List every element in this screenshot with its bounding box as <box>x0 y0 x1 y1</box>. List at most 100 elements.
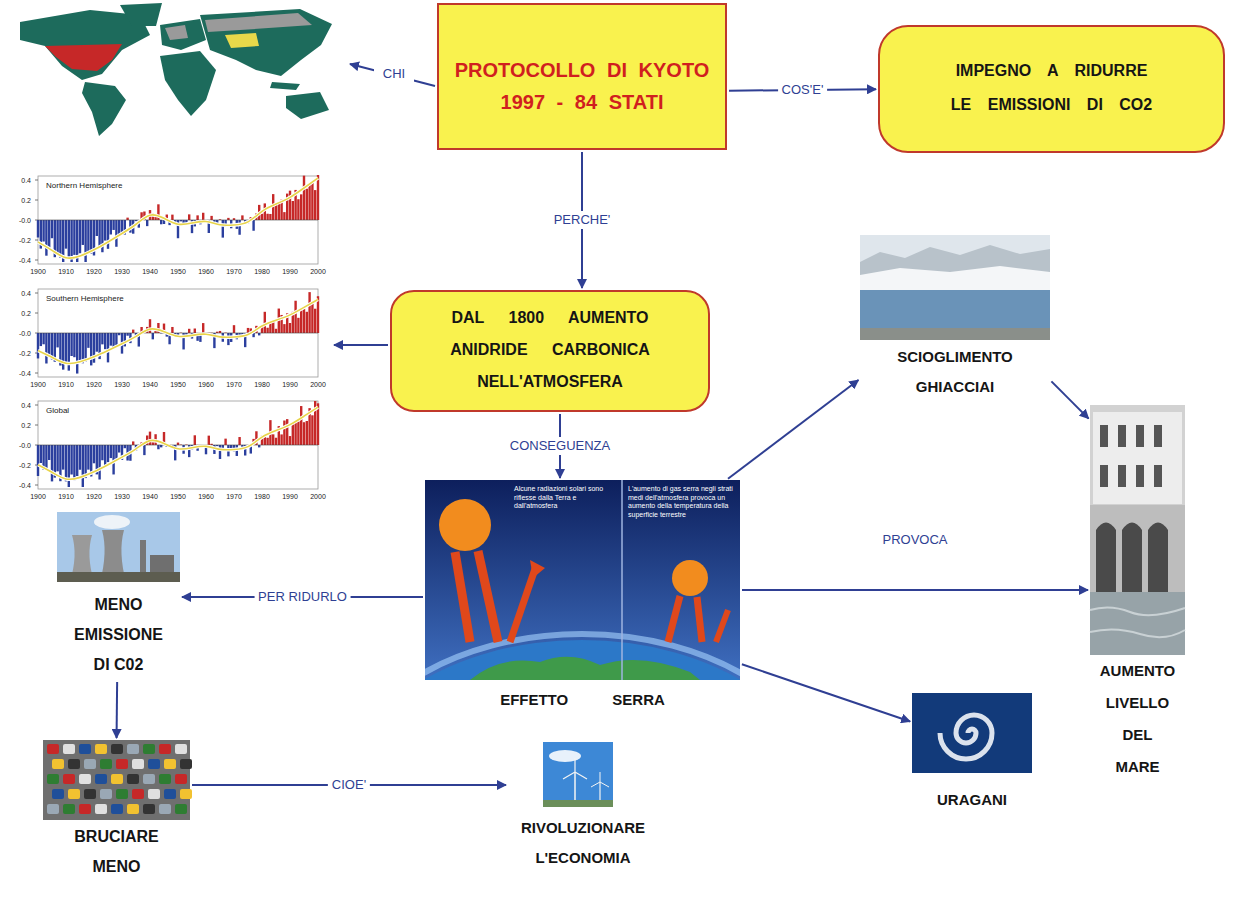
temperature-charts <box>35 175 319 489</box>
anomaly-bar <box>143 445 145 455</box>
axis-tick: 1930 <box>109 380 135 389</box>
anomaly-bar <box>275 438 277 445</box>
axis-tick: 1970 <box>221 267 247 276</box>
anomaly-bar <box>79 445 81 470</box>
anomaly-bar <box>196 215 198 220</box>
concept-box: DAL 1800 AUMENTO ANIDRIDE CARBONICA NELL… <box>390 290 710 412</box>
axis-tick-mark <box>35 240 38 241</box>
anomaly-bar <box>79 333 81 360</box>
anomaly-bar <box>40 333 42 346</box>
anomaly-bar <box>40 445 42 463</box>
wind-turbine-photo <box>543 742 613 807</box>
car-shape <box>175 804 187 814</box>
arrow-label: PERCHE' <box>550 211 615 229</box>
zero-line <box>38 445 318 446</box>
anomaly-bar <box>76 445 78 476</box>
anomaly-bar <box>115 333 117 346</box>
car-shape <box>164 759 176 769</box>
anomaly-bar <box>160 220 162 224</box>
anomaly-bar <box>300 406 302 445</box>
anomaly-bar <box>45 333 47 364</box>
axis-tick: 0.4 <box>4 401 31 410</box>
anomaly-bar <box>101 445 103 460</box>
axis-tick: 1930 <box>109 267 135 276</box>
anomaly-bar <box>73 220 75 255</box>
picture-card: URAGANI <box>912 693 1032 815</box>
anomaly-bar <box>261 214 263 220</box>
car-shape <box>100 759 112 769</box>
car-shape <box>68 759 80 769</box>
car-shape <box>180 789 192 799</box>
axis-tick: -0.4 <box>4 256 31 265</box>
car-shape <box>132 759 144 769</box>
axis-tick: 0.2 <box>4 309 31 318</box>
anomaly-bar <box>210 216 212 220</box>
car-shape <box>159 774 171 784</box>
chart-title: Southern Hemisphere <box>46 294 124 304</box>
chart-panel: Northern HemisphereSouthern HemisphereGl… <box>0 165 332 495</box>
car-shape <box>47 774 59 784</box>
anomaly-bar <box>308 292 310 333</box>
box-text: IMPEGNO A RIDURRE LE EMISSIONI DI CO2 <box>938 54 1166 122</box>
anomaly-bar <box>37 333 39 358</box>
axis-tick: 1940 <box>137 492 163 501</box>
axis-tick: -0.0 <box>4 441 31 450</box>
axis-tick: 1900 <box>25 492 51 501</box>
chart-title: Northern Hemisphere <box>46 181 122 191</box>
anomaly-bar <box>132 330 134 333</box>
anomaly-bar <box>90 333 92 365</box>
anomaly-bar <box>297 318 299 333</box>
anomaly-bar <box>76 333 78 374</box>
axis-tick: 2000 <box>305 267 331 276</box>
axis-tick: -0.2 <box>4 349 31 358</box>
axis-tick: 1920 <box>81 380 107 389</box>
anomaly-bar <box>118 220 120 235</box>
car-shape <box>95 744 107 754</box>
axis-tick: -0.0 <box>4 329 31 338</box>
anomaly-bar <box>51 220 53 238</box>
car-shape <box>47 804 59 814</box>
car-shape <box>127 804 139 814</box>
anomaly-bar <box>171 215 173 220</box>
anomaly-bar <box>118 445 120 453</box>
anomaly-bar <box>45 220 47 256</box>
car-shape <box>143 774 155 784</box>
trend-line <box>38 178 318 258</box>
axis-tick: 1990 <box>277 492 303 501</box>
anomaly-bar <box>317 175 319 220</box>
anomaly-bar <box>294 301 296 333</box>
flow-arrow <box>742 589 1088 591</box>
anomaly-bar <box>87 445 89 470</box>
anomaly-bar <box>208 436 210 445</box>
flow-arrow <box>728 380 858 479</box>
car-shape <box>79 744 91 754</box>
axis-tick: 2000 <box>305 492 331 501</box>
anomaly-bar <box>278 203 280 220</box>
car-shape <box>111 774 123 784</box>
anomaly-bar <box>98 445 100 480</box>
anomaly-bar <box>157 445 159 449</box>
anomaly-bar <box>42 333 44 344</box>
anomaly-bar <box>272 434 274 445</box>
anomaly-bar <box>272 322 274 333</box>
anomaly-bar <box>219 445 221 459</box>
anomaly-bar <box>98 220 100 248</box>
anomaly-bar <box>286 419 288 445</box>
anomaly-bar <box>56 445 58 471</box>
axis-tick: 1980 <box>249 267 275 276</box>
axis-tick: -0.0 <box>4 216 31 225</box>
car-shape <box>175 744 187 754</box>
anomaly-bar <box>171 327 173 333</box>
flow-arrow <box>116 682 119 738</box>
trend-line <box>38 178 318 258</box>
picture-caption: AUMENTO LIVELLO DEL MARE <box>1096 655 1180 783</box>
anomaly-bar <box>300 310 302 333</box>
trend-line <box>38 299 318 363</box>
anomaly-bar <box>146 220 148 226</box>
anomaly-bar <box>118 333 120 335</box>
anomaly-chart <box>35 175 319 264</box>
picture-card: MENO EMISSIONE DI C02 <box>57 512 180 680</box>
anomaly-bar <box>188 329 190 333</box>
